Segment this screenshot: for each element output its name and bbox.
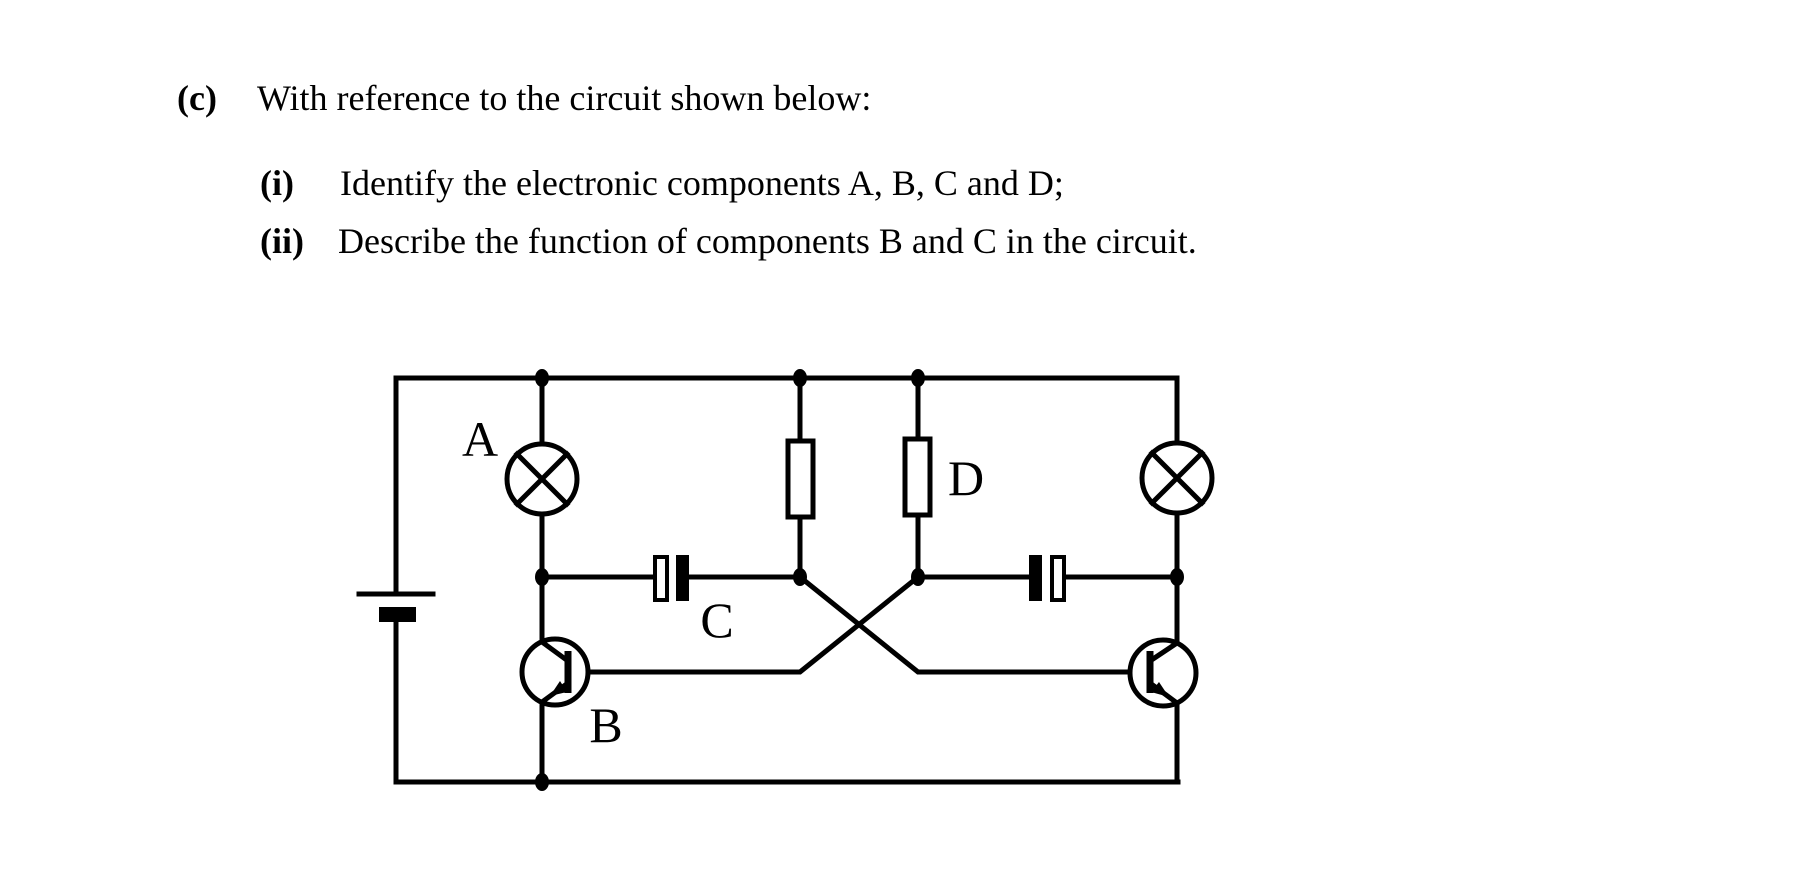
part-c-label: (c) [177,78,217,118]
resistor-d-icon [902,436,933,518]
lamp-a-icon [504,441,580,517]
item-i-label: (i) [260,163,294,203]
item-ii-text: Describe the function of components B an… [338,221,1197,261]
junction-dots [535,369,1184,791]
component-d-label: D [948,450,984,506]
battery-icon [356,591,436,622]
lamp-right-icon [1139,440,1215,516]
item-i-text: Identify the electronic components A, B,… [340,163,1064,203]
transistor-b-icon [519,636,591,708]
component-c-label: C [700,592,733,648]
part-c-text: With reference to the circuit shown belo… [257,78,872,118]
resistor-left-icon [785,438,816,520]
capacitor-c-icon [653,555,689,602]
transistor-right-icon [1127,637,1199,709]
component-a-label: A [462,411,498,467]
capacitor-right-icon [1029,555,1066,602]
item-ii-label: (ii) [260,221,304,261]
cross-coupling-wires [568,573,1150,675]
component-b-label: B [589,697,622,753]
